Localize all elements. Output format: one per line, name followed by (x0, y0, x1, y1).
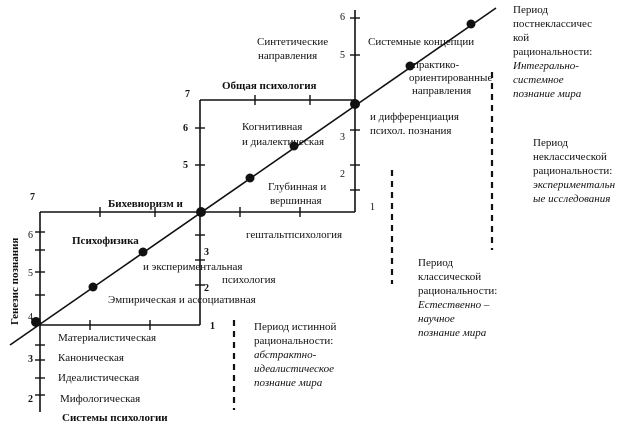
svg-text:Естественно –: Естественно – (417, 299, 490, 311)
label-depth-2: вершинная (270, 195, 322, 207)
right-num-6: 6 (340, 12, 345, 23)
svg-text:Период: Период (513, 4, 548, 16)
svg-text:Период истинной: Период истинной (254, 321, 336, 333)
svg-text:Интегрально-: Интегрально- (512, 60, 579, 72)
genesis-axis-label: Генезис познания (9, 238, 21, 325)
svg-text:рациональности:: рациональности: (254, 335, 333, 347)
label-psychophysics: Психофизика (72, 235, 139, 247)
label-empirical: Эмпирическая и ассоциативная (108, 294, 256, 306)
label-canonical: Каноническая (58, 352, 124, 364)
label-experimental: и экспериментальная (143, 261, 242, 273)
label-materialistic: Материалистическая (58, 332, 156, 344)
point-7 (196, 207, 206, 217)
period-nonclassical-rationality: Период неклассической рациональности: эк… (533, 137, 616, 205)
label-depth-1: Глубинная и (268, 181, 326, 193)
svg-text:рациональности:: рациональности: (418, 285, 497, 297)
period-separators (232, 72, 494, 410)
point-12 (466, 19, 476, 29)
label-practice-3: направления (412, 85, 471, 97)
point-9 (289, 141, 299, 151)
label-cognitive-2: и диалектическая (242, 136, 324, 148)
svg-text:кой: кой (513, 32, 529, 44)
svg-text:рациональности:: рациональности: (513, 46, 592, 58)
left-num-6: 6 (28, 230, 33, 241)
mid-num-3: 3 (204, 247, 209, 258)
mid-num-6: 6 (183, 123, 188, 134)
svg-text:ые исследования: ые исследования (533, 193, 610, 205)
mid-num-5: 5 (183, 160, 188, 171)
svg-text:Период: Период (533, 137, 568, 149)
mid-num-1: 1 (210, 321, 215, 332)
point-6 (138, 247, 148, 257)
tick-marks (35, 17, 360, 396)
label-synthetic-2: направления (258, 50, 317, 62)
left-num-5: 5 (28, 268, 33, 279)
svg-text:Период: Период (418, 257, 453, 269)
right-num-5: 5 (340, 50, 345, 61)
point-11 (405, 61, 415, 71)
svg-text:абстрактно-: абстрактно- (254, 349, 317, 361)
svg-text:познание мира: познание мира (513, 88, 582, 100)
svg-text:системное: системное (513, 74, 564, 86)
label-idealistic: Идеалистическая (58, 372, 139, 384)
right-num-3: 3 (340, 132, 345, 143)
mid-num-7: 7 (185, 89, 190, 100)
left-num-7: 7 (30, 192, 35, 203)
svg-text:научное: научное (418, 313, 455, 325)
label-cognitive-1: Когнитивная (242, 121, 302, 133)
systems-axis-label: Системы психологии (62, 412, 168, 424)
point-10 (350, 99, 360, 109)
svg-text:классической: классической (418, 271, 481, 283)
label-gestalt: гештальтпсихология (246, 229, 342, 241)
period-true-rationality: Период истинной рациональности: абстракт… (254, 321, 336, 389)
point-5 (88, 282, 98, 292)
label-practice-1: практико- (413, 59, 459, 71)
period-postnonclassical-rationality: Период постнеклассичес кой рациональност… (512, 4, 592, 100)
label-behaviorism: Бихевиоризм и (108, 198, 183, 210)
label-practice-2: ориентированные (409, 72, 492, 84)
point-8 (245, 173, 255, 183)
right-num-1: 1 (370, 202, 375, 213)
diagonal-points (31, 19, 476, 327)
label-mythological: Мифологическая (60, 393, 140, 405)
label-synthetic-1: Синтетические (257, 36, 328, 48)
period-classical-rationality: Период классической рациональности: Есте… (417, 257, 497, 339)
label-psychology: психология (222, 274, 276, 286)
svg-text:познание мира: познание мира (418, 327, 487, 339)
svg-text:идеалистическое: идеалистическое (254, 363, 334, 375)
point-4 (31, 317, 41, 327)
label-differentiation-1: и дифференциация (370, 111, 459, 123)
mid-num-2: 2 (204, 283, 209, 294)
svg-text:неклассической: неклассической (533, 151, 607, 163)
right-num-2: 2 (340, 169, 345, 180)
svg-text:постнеклассичес: постнеклассичес (513, 18, 592, 30)
svg-text:познание мира: познание мира (254, 377, 323, 389)
svg-text:экспериментальн: экспериментальн (533, 179, 616, 191)
left-num-4: 4 (28, 312, 33, 323)
left-num-2: 2 (28, 394, 33, 405)
label-differentiation-2: психол. познания (370, 125, 451, 137)
svg-text:рациональности:: рациональности: (533, 165, 612, 177)
label-system-concepts: Системные концепции (368, 36, 474, 48)
left-num-3: 3 (28, 354, 33, 365)
label-general-psychology: Общая психология (222, 80, 317, 92)
